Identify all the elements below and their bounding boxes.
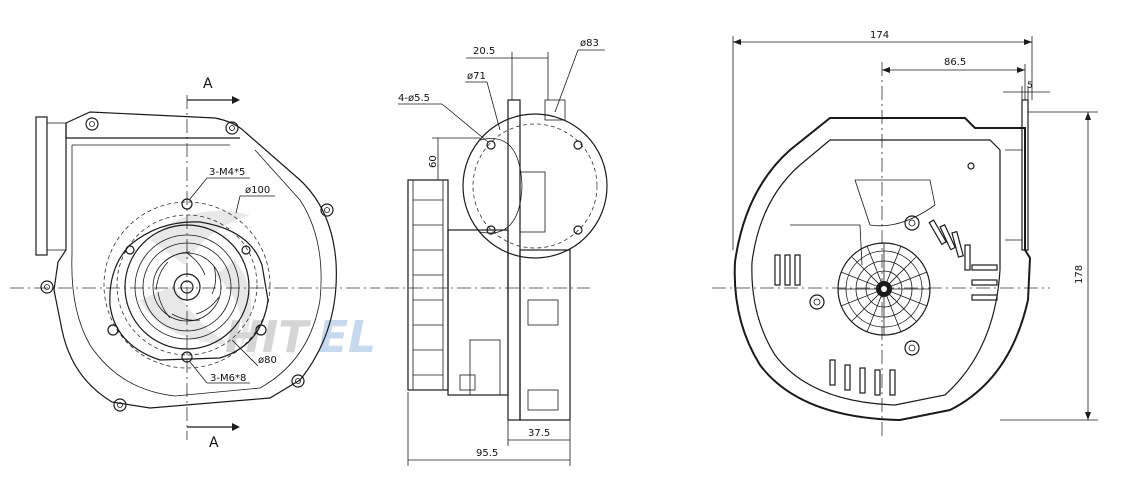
front-section-label-top: A <box>203 76 213 92</box>
side-inlet-pcd <box>472 123 598 249</box>
front-mounting-lugs <box>40 117 334 412</box>
front-outlet-flange <box>35 116 48 256</box>
side-flange-body <box>519 249 571 421</box>
side-motor-body <box>407 179 449 391</box>
side-dim-offset-label: 20.5 <box>473 46 495 57</box>
side-hole-4 <box>573 225 583 235</box>
front-screw-holes <box>107 198 267 363</box>
rear-dim-half-width-label: 86.5 <box>944 57 966 68</box>
side-dim-outer-dia: ø83 <box>554 38 605 113</box>
rear-vents-bottom <box>829 359 896 396</box>
rear-vents-right <box>928 219 998 301</box>
front-section-marker-bottom: A <box>187 423 240 451</box>
front-label-screws-top: 3-M4*5 <box>209 167 245 178</box>
rear-mount-holes <box>809 215 920 356</box>
front-impeller <box>155 251 220 321</box>
front-view: A A 3-M4*5 ø100 ø80 3-M6*8 <box>10 76 380 451</box>
side-inlet-outer <box>462 113 608 259</box>
rear-dim-half-width: 86.5 <box>882 57 1026 100</box>
front-label-pcd-large: ø100 <box>245 185 270 196</box>
front-section-label-bottom: A <box>209 435 219 451</box>
rear-dim-width: 174 <box>732 30 1033 250</box>
side-dim-height: 60 <box>428 137 480 180</box>
side-flange-plate <box>507 99 521 421</box>
front-label-pcd-small: ø80 <box>258 355 277 366</box>
rear-dim-height-label: 178 <box>1074 265 1085 284</box>
front-label-screws-bottom: 3-M6*8 <box>210 373 246 384</box>
side-hole-3 <box>486 225 496 235</box>
front-motor-rim <box>124 224 250 350</box>
rear-dim-height: 178 <box>1000 111 1098 421</box>
front-pcd-100-circle <box>103 201 271 369</box>
front-housing-outline <box>53 111 337 409</box>
side-dim-holes-label: 4-ø5.5 <box>398 93 430 104</box>
watermark: HIT EL <box>140 210 376 363</box>
rear-dim-flange-label: 5 <box>1027 81 1033 91</box>
side-dim-offset: 20.5 <box>466 46 549 100</box>
rear-dim-width-label: 174 <box>870 30 889 41</box>
side-view: 20.5 ø83 ø71 4-ø5.5 60 37.5 <box>385 38 608 466</box>
side-dim-holes: 4-ø5.5 <box>398 93 489 143</box>
side-dim-flange-label: 37.5 <box>528 428 550 439</box>
side-hole-1 <box>486 140 496 150</box>
side-dim-depth-label: 95.5 <box>476 448 498 459</box>
watermark-text-blue: EL <box>318 312 376 363</box>
front-hub <box>173 273 201 301</box>
side-housing-body <box>447 229 509 396</box>
rear-housing-outline <box>733 117 1032 422</box>
side-dim-inner-dia: ø71 <box>465 71 501 131</box>
front-section-marker-top: A <box>187 76 240 104</box>
side-dim-depth: 95.5 <box>407 392 571 466</box>
side-motor-fins <box>412 180 444 390</box>
side-dim-flange: 37.5 <box>507 420 571 446</box>
side-dim-height-label: 60 <box>428 155 439 168</box>
rear-vents-left <box>774 254 801 286</box>
rear-dim-flange: 5 <box>1003 81 1050 100</box>
rear-view: 174 86.5 5 178 <box>712 30 1098 440</box>
front-motor-plate <box>109 221 269 361</box>
side-dim-outer-dia-label: ø83 <box>580 38 599 49</box>
front-pcd-80-circle <box>116 214 258 356</box>
side-dim-inner-dia-label: ø71 <box>467 71 486 82</box>
rear-indicator-hole <box>967 162 975 170</box>
side-hole-2 <box>573 140 583 150</box>
